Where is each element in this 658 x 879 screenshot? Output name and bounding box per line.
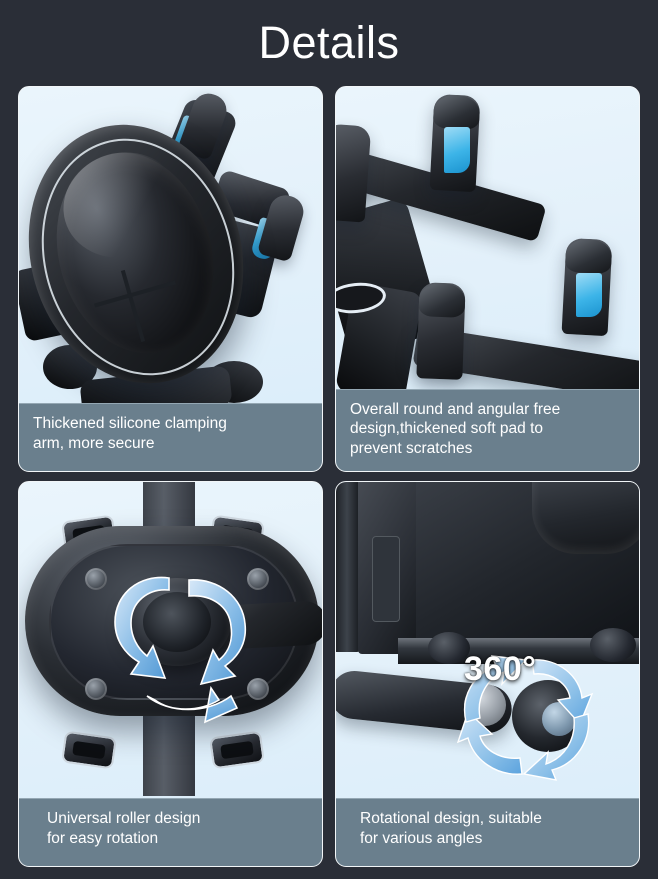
page-title: Details (258, 16, 400, 68)
page-title-bar: Details (0, 0, 658, 84)
detail-card-clamping-arm[interactable]: Thickened silicone clamping arm, more se… (18, 86, 323, 472)
caption-clamping-arm: Thickened silicone clamping arm, more se… (19, 403, 322, 471)
badge-360-degrees: 360° (464, 650, 537, 688)
pivot-knob-left (428, 632, 470, 664)
product-photo-clamping-arm (19, 87, 322, 403)
caption-line: arm, more secure (33, 434, 155, 452)
screw-bottom-right (247, 678, 269, 700)
caption-rotational-design: Rotational design, suitable for various … (336, 798, 639, 866)
soft-pad-top (444, 127, 470, 173)
caption-line: for easy rotation (47, 829, 159, 847)
grip-post-cap (564, 237, 613, 275)
roller-ball (143, 592, 211, 652)
grip-post-bottom-left (416, 282, 466, 380)
caption-soft-pad: Overall round and angular free design,th… (336, 388, 639, 471)
caption-universal-roller: Universal roller design for easy rotatio… (19, 798, 322, 866)
caption-line: Rotational design, suitable (360, 810, 542, 827)
caption-line: Thickened silicone clamping (33, 415, 227, 432)
soft-pad-right (576, 273, 602, 317)
screw-top-left (85, 568, 107, 590)
caption-line: design,thickened soft pad to (350, 420, 544, 438)
detail-card-universal-roller[interactable]: Universal roller design for easy rotatio… (18, 481, 323, 867)
rotation-arrows-360 (456, 655, 594, 781)
holder-cup (532, 482, 639, 554)
details-grid: Thickened silicone clamping arm, more se… (18, 86, 640, 867)
screw-top-right (247, 568, 269, 590)
caption-line: Overall round and angular free (350, 400, 561, 418)
caption-line: prevent scratches (350, 440, 473, 458)
product-photo-universal-roller (19, 482, 322, 798)
bracket-slot (372, 536, 400, 622)
pivot-knob-right (590, 628, 636, 662)
caption-line: for various angles (360, 829, 483, 847)
detail-card-rotational-design[interactable]: 360° Rotational design, suitable for var… (335, 481, 640, 867)
grip-post-cap (432, 93, 481, 131)
product-photo-rotational-design: 360° (336, 482, 639, 798)
rotation-arrows-roller (114, 576, 247, 724)
grip-post-cap (418, 282, 466, 318)
product-photo-soft-pad (336, 87, 639, 389)
detail-card-soft-pad[interactable]: Overall round and angular free design,th… (335, 86, 640, 472)
screw-bottom-left (85, 678, 107, 700)
tablet-edge (336, 482, 360, 652)
caption-line: Universal roller design (47, 810, 201, 827)
